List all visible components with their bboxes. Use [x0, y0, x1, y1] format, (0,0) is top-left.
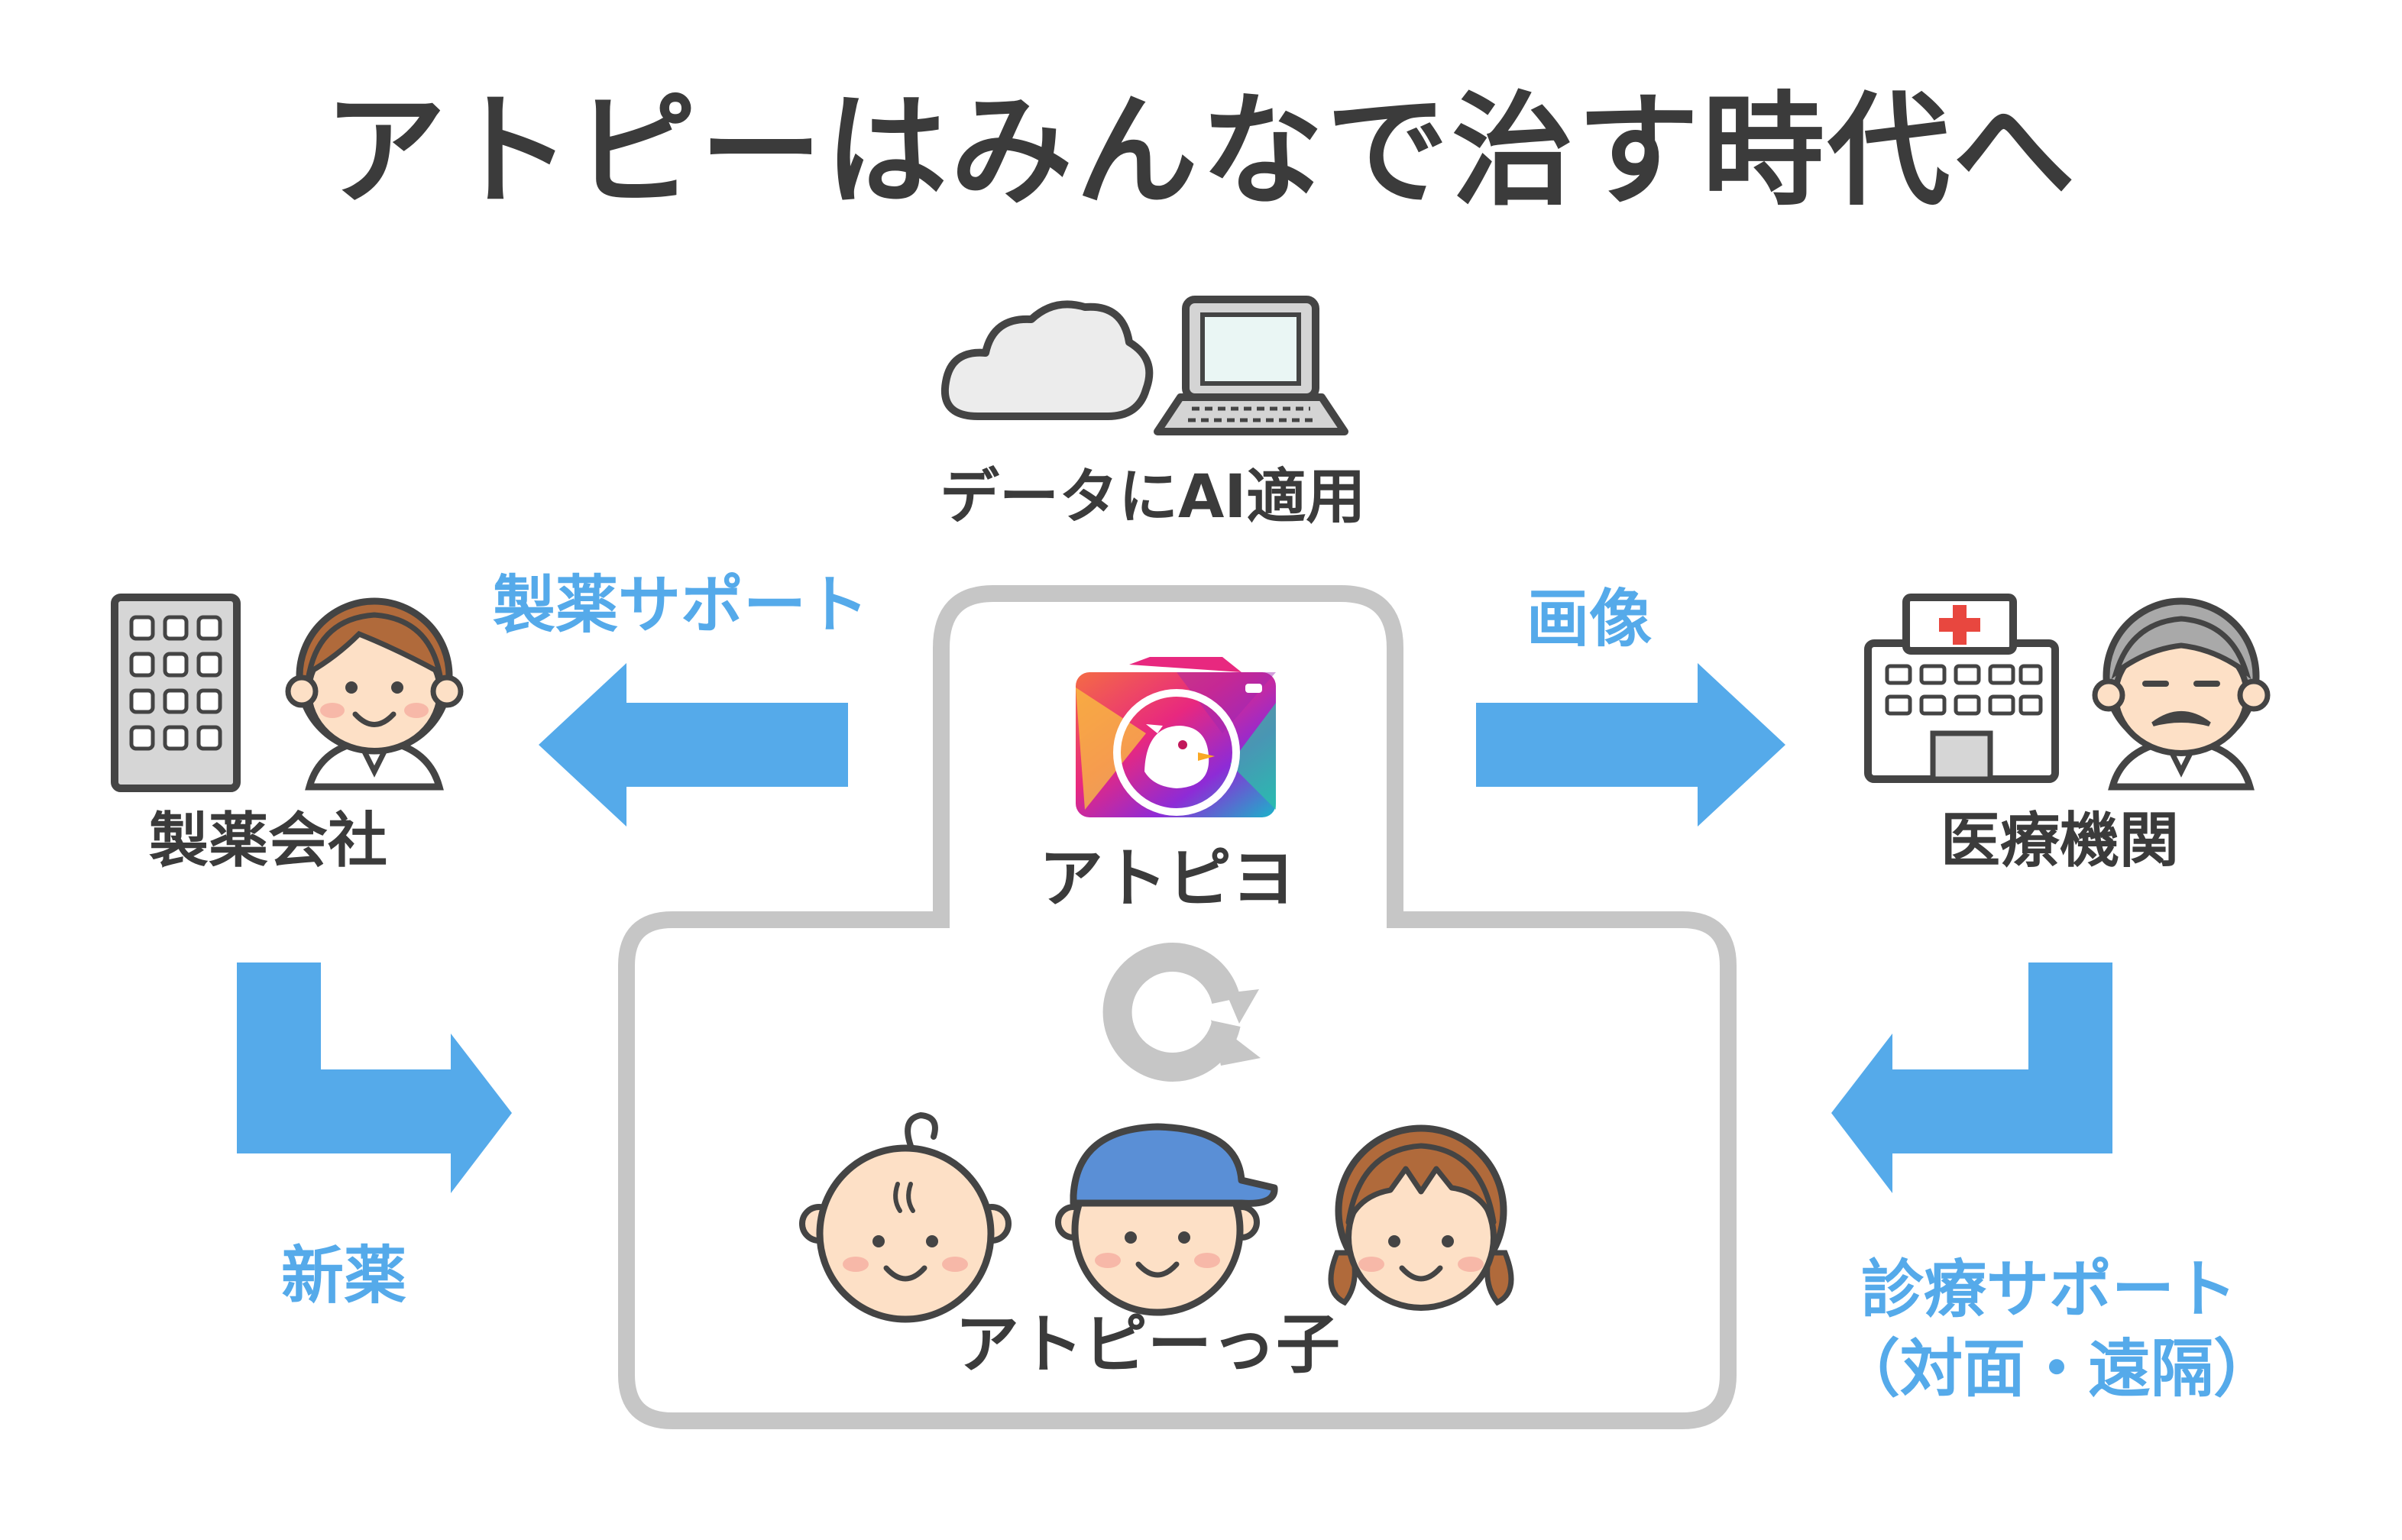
- arrow-new-drug: [237, 962, 512, 1193]
- children-label: アトピーっ子: [955, 1307, 1341, 1382]
- arrow-care-support: [1831, 962, 2112, 1193]
- boy-icon: [1055, 1123, 1278, 1316]
- pharma-company-label: 製薬会社: [149, 807, 388, 875]
- arrow-to-pharma: [539, 663, 848, 827]
- girl-icon: [1328, 1124, 1514, 1311]
- central-frame: [618, 585, 1737, 1429]
- doctor-icon: [2092, 597, 2271, 791]
- hospital-icon: [1864, 594, 2059, 783]
- arrow-to-medical: [1476, 663, 1785, 827]
- new-drug-label: 新薬: [281, 1240, 407, 1312]
- baby-icon: [799, 1111, 1012, 1323]
- app-name-label: アトピヨ: [1039, 841, 1296, 916]
- laptop-icon: [1154, 296, 1348, 435]
- cloud-icon: [940, 300, 1154, 420]
- care-support-label: 診療サポート: [1861, 1254, 2238, 1326]
- building-icon: [111, 594, 241, 792]
- page-title: アトピーはみんなで治す時代へ: [323, 79, 2078, 222]
- medical-institution-label: 医療機関: [1941, 807, 2180, 875]
- ai-label: データにAI適用: [940, 463, 1366, 532]
- care-support-sublabel: （対面・遠隔）: [1837, 1333, 2277, 1406]
- woman-icon: [285, 597, 464, 791]
- camera-app-icon: [1076, 657, 1276, 817]
- cycle-icon: [1102, 943, 1261, 1082]
- pharma-support-label: 製薬サポート: [493, 569, 869, 642]
- images-label: 画像: [1526, 583, 1653, 655]
